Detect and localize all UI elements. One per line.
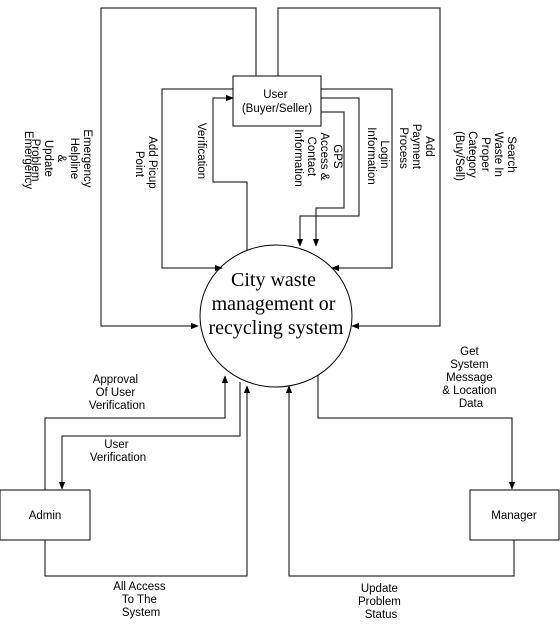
- svg-text:Verification: Verification: [195, 123, 207, 179]
- verification-label-group: Verification: [195, 123, 207, 179]
- flow-user-verification-line: [58, 382, 241, 490]
- admin-label: Admin: [29, 510, 62, 522]
- approval-label: Approval Of User Verification: [89, 374, 145, 412]
- flow-payment-line: [321, 88, 393, 272]
- user-box[interactable]: [232, 75, 322, 127]
- pickup-label-group: Add Picup Point: [133, 136, 158, 192]
- flow-search-line: [277, 7, 441, 330]
- get-system-label: Get System Message & Location Data: [442, 346, 500, 410]
- flow-pickup-line: [161, 88, 233, 272]
- flow-verification-line: [212, 94, 248, 250]
- manager-box[interactable]: [469, 489, 560, 541]
- svg-text:Login Information: Login Information: [365, 127, 390, 185]
- svg-text:Add Picup Point: Add Picup Point: [133, 136, 158, 192]
- gps-label-group: GPS Access & Contact Information: [292, 129, 343, 187]
- flow-get-system-line: [317, 375, 516, 490]
- update-status-label: Update Problem Status: [358, 583, 404, 621]
- system-label: City waste management or recycling syste…: [209, 269, 344, 339]
- payment-label-group: Add Payment Process: [397, 124, 435, 173]
- manager-label: Manager: [491, 510, 537, 522]
- search-label-group: Search Waste In Proper Category (Buy/Sel…: [453, 131, 517, 181]
- user-label: User (Buyer/Seller): [242, 89, 312, 115]
- flow-emergency-line: [100, 7, 257, 330]
- svg-text:Emergency Helpline: Emergency Helpline & Update Problem: [29, 129, 93, 190]
- flow-login-line: [296, 97, 360, 247]
- flow-update-status-line: [285, 385, 515, 577]
- flow-all-access-line: [44, 385, 251, 577]
- emergency-label-group: Emergency Helpline & Update Problem: [29, 129, 93, 190]
- flow-emergency-label: Emergency: [22, 131, 34, 189]
- svg-text:GPS Access & Conta: GPS Access & Contact Information: [292, 129, 343, 187]
- system-process[interactable]: [199, 244, 353, 388]
- svg-text:Emergency: Emergency: [22, 131, 34, 189]
- svg-text:Add Payment Proces: Add Payment Process: [397, 124, 435, 173]
- svg-text:Search Waste In Pr: Search Waste In Proper Category (Buy/Sel…: [453, 131, 517, 181]
- all-access-label: All Access To The System: [113, 581, 169, 619]
- login-label-group: Login Information: [365, 127, 390, 185]
- user-verification-label: User Verification: [90, 439, 146, 464]
- flow-gps-line: [312, 111, 345, 247]
- admin-box[interactable]: [0, 489, 91, 541]
- flow-approval-line: [44, 375, 229, 490]
